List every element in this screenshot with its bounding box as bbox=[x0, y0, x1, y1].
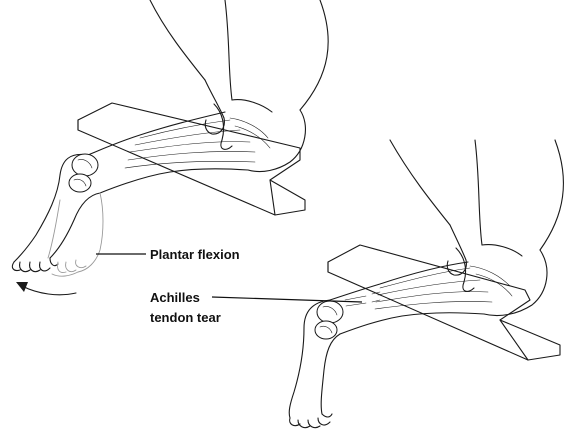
ankle-bones-bottom bbox=[315, 301, 343, 339]
achilles-label-line1: Achilles bbox=[150, 290, 200, 305]
examiner-hand-bottom bbox=[447, 225, 522, 291]
plantar-flexion-label: Plantar flexion bbox=[150, 247, 240, 262]
plantar-flexion-arrow bbox=[16, 282, 76, 295]
plantar-flexion-callout: Plantar flexion bbox=[96, 247, 240, 262]
foot-ghost-outline bbox=[48, 193, 103, 276]
torn-leg-figure bbox=[289, 140, 563, 428]
ankle-bones-top bbox=[69, 154, 98, 192]
examiner-arm-bottom bbox=[390, 140, 563, 250]
achilles-label-line2: tendon tear bbox=[150, 310, 221, 325]
examiner-arm-top bbox=[150, 0, 328, 110]
